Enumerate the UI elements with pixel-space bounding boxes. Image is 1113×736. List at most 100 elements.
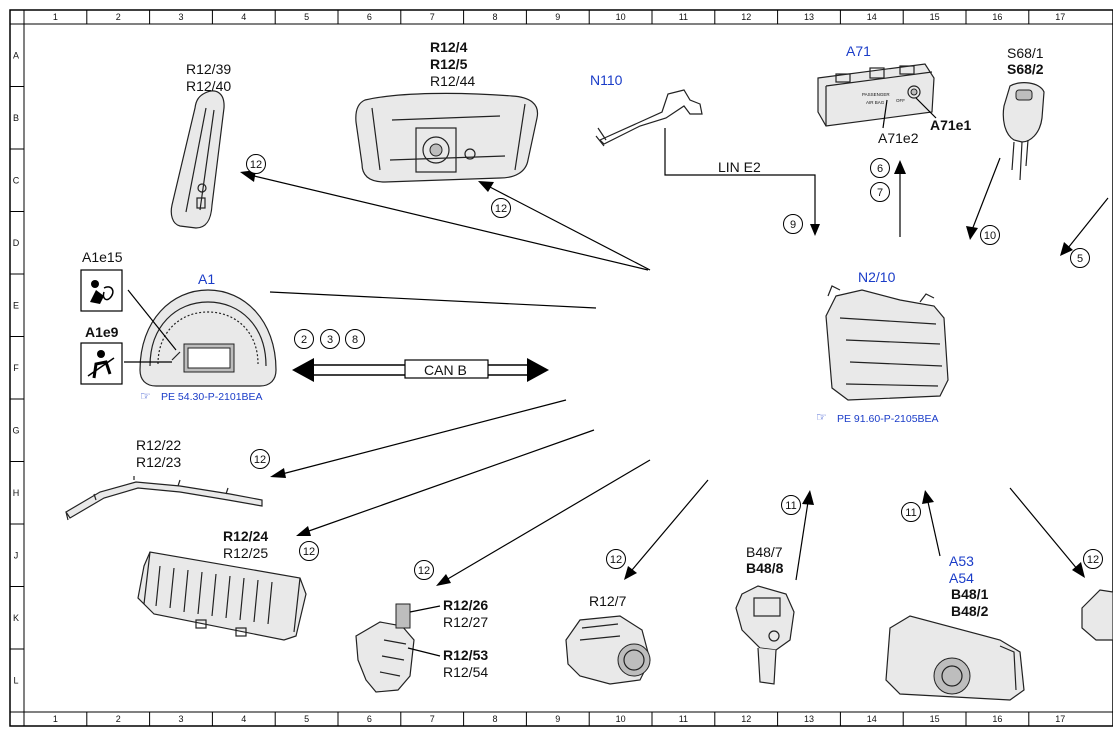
svg-text:12: 12 bbox=[250, 159, 262, 171]
grid-col-label: 15 bbox=[930, 714, 940, 724]
circled-number-c10: 10 bbox=[980, 225, 1000, 245]
seatbelt-warning-icon bbox=[80, 342, 123, 385]
svg-text:11: 11 bbox=[785, 500, 796, 512]
label-r12-22: R12/22 bbox=[136, 437, 181, 453]
label-r12-39: R12/39 bbox=[186, 61, 231, 77]
panel-text-off: OFF bbox=[896, 98, 905, 103]
grid-col-label: 4 bbox=[241, 714, 246, 724]
ref-a1-link[interactable]: PE 54.30-P-2101BEA bbox=[161, 391, 263, 403]
svg-text:7: 7 bbox=[877, 187, 883, 199]
label-r12-7: R12/7 bbox=[589, 593, 627, 609]
label-n2-10: N2/10 bbox=[858, 269, 896, 285]
pe-ref-a1[interactable]: ☞ PE 54.30-P-2101BEA bbox=[140, 389, 263, 403]
label-a71: A71 bbox=[846, 43, 871, 59]
grid-col-label: 3 bbox=[178, 714, 183, 724]
heater-strip-r12-22[interactable] bbox=[65, 476, 263, 521]
svg-text:10: 10 bbox=[984, 230, 996, 242]
grid-row-label: K bbox=[13, 613, 19, 623]
panel-text-airbag: AIR BAG bbox=[866, 100, 885, 105]
svg-text:6: 6 bbox=[877, 163, 883, 175]
pe-ref-n2-10[interactable]: ☞ PE 91.60-P-2105BEA bbox=[816, 410, 939, 425]
belt-tensioner-a53[interactable] bbox=[885, 615, 1025, 701]
grid-row-label: H bbox=[13, 488, 20, 498]
grid-col-label: 1 bbox=[53, 714, 58, 724]
label-r12-40: R12/40 bbox=[186, 78, 231, 94]
grid-row-label: B bbox=[13, 113, 19, 123]
svg-text:12: 12 bbox=[303, 546, 315, 558]
grid-col-label: 14 bbox=[867, 714, 877, 724]
label-r12-25: R12/25 bbox=[223, 545, 268, 561]
grid-col-label: 2 bbox=[116, 714, 121, 724]
grid-row-label: C bbox=[13, 175, 20, 185]
grid-col-label: 5 bbox=[304, 714, 309, 724]
label-a53: A53 bbox=[949, 553, 974, 569]
grid-col-label: 1 bbox=[53, 12, 58, 22]
heater-unit-r12-7[interactable] bbox=[565, 615, 651, 685]
svg-text:9: 9 bbox=[790, 219, 796, 231]
leader-r12-53 bbox=[407, 647, 441, 657]
svg-text:12: 12 bbox=[495, 203, 507, 215]
label-a71e2: A71e2 bbox=[878, 130, 919, 146]
grid-col-label: 8 bbox=[492, 12, 497, 22]
svg-text:12: 12 bbox=[254, 454, 266, 466]
connector-r12-26[interactable] bbox=[355, 603, 415, 693]
grid-col-label: 16 bbox=[992, 714, 1002, 724]
seat-heater-r12-4[interactable] bbox=[355, 92, 539, 183]
grid-row-label: G bbox=[12, 425, 19, 435]
ref-n2-10-link[interactable]: PE 91.60-P-2105BEA bbox=[837, 413, 939, 425]
circled-number-c12-right: 12 bbox=[1083, 549, 1103, 569]
airbag-warning-icon bbox=[80, 269, 123, 312]
instrument-cluster-a1[interactable] bbox=[139, 289, 277, 387]
leader-a1e15 bbox=[127, 289, 177, 351]
heater-element-r12-39[interactable] bbox=[170, 90, 225, 229]
circled-number-c12-r1224: 12 bbox=[299, 541, 319, 561]
grid-col-label: 11 bbox=[679, 714, 688, 724]
airbag-off-indicator-a71[interactable]: PASSENGER AIR BAG OFF bbox=[817, 63, 935, 127]
sensor-b48-7[interactable] bbox=[735, 585, 795, 685]
leader-a71e1 bbox=[915, 97, 937, 119]
grid-col-label: 13 bbox=[804, 12, 814, 22]
label-r12-4: R12/4 bbox=[430, 39, 468, 55]
circled-number-c5: 5 bbox=[1070, 248, 1090, 268]
hand-pointer-icon: ☞ bbox=[140, 389, 151, 403]
grid-col-label: 17 bbox=[1055, 714, 1065, 724]
svg-text:2: 2 bbox=[301, 334, 307, 346]
circled-number-c12-left-top: 12 bbox=[246, 154, 266, 174]
grid-col-label: 11 bbox=[679, 12, 688, 22]
leader-a71e2 bbox=[882, 99, 888, 129]
svg-text:12: 12 bbox=[1087, 554, 1099, 566]
grid-col-label: 4 bbox=[241, 12, 246, 22]
partial-component-right[interactable] bbox=[1081, 589, 1113, 641]
control-unit-n2-10[interactable] bbox=[825, 285, 949, 401]
circled-number-c3: 3 bbox=[320, 329, 340, 349]
label-b48-8: B48/8 bbox=[746, 560, 784, 576]
label-a1: A1 bbox=[198, 271, 215, 287]
grid-col-label: 8 bbox=[492, 714, 497, 724]
grid-col-label: 15 bbox=[930, 12, 940, 22]
label-a1e9: A1e9 bbox=[85, 324, 119, 340]
grid-row-label: L bbox=[13, 675, 18, 685]
grid-col-label: 16 bbox=[992, 12, 1002, 22]
grid-row-label: D bbox=[13, 238, 20, 248]
grid-frame: 1122334455667788991010111112121313141415… bbox=[9, 9, 1113, 727]
grid-row-label: A bbox=[13, 50, 19, 60]
grid-col-label: 10 bbox=[616, 12, 626, 22]
grid-col-label: 10 bbox=[616, 714, 626, 724]
grid-col-label: 7 bbox=[430, 12, 435, 22]
weight-sensor-n110[interactable] bbox=[595, 89, 703, 147]
backrest-heater-r12-24[interactable] bbox=[137, 551, 307, 641]
grid-row-label: E bbox=[13, 300, 19, 310]
label-a1e15: A1e15 bbox=[82, 249, 123, 265]
label-r12-54: R12/54 bbox=[443, 664, 488, 680]
label-a54: A54 bbox=[949, 570, 974, 586]
label-b48-1: B48/1 bbox=[951, 586, 989, 602]
label-r12-44: R12/44 bbox=[430, 73, 475, 89]
grid-col-label: 13 bbox=[804, 714, 814, 724]
label-a71e1: A71e1 bbox=[930, 117, 971, 133]
grid-col-label: 3 bbox=[178, 12, 183, 22]
leader-r12-26 bbox=[409, 605, 441, 613]
panel-text-passenger: PASSENGER bbox=[862, 92, 890, 97]
grid-col-label: 7 bbox=[430, 714, 435, 724]
circled-number-c12-top-mid: 12 bbox=[491, 198, 511, 218]
seat-belt-buckle-s68[interactable] bbox=[1002, 82, 1045, 181]
